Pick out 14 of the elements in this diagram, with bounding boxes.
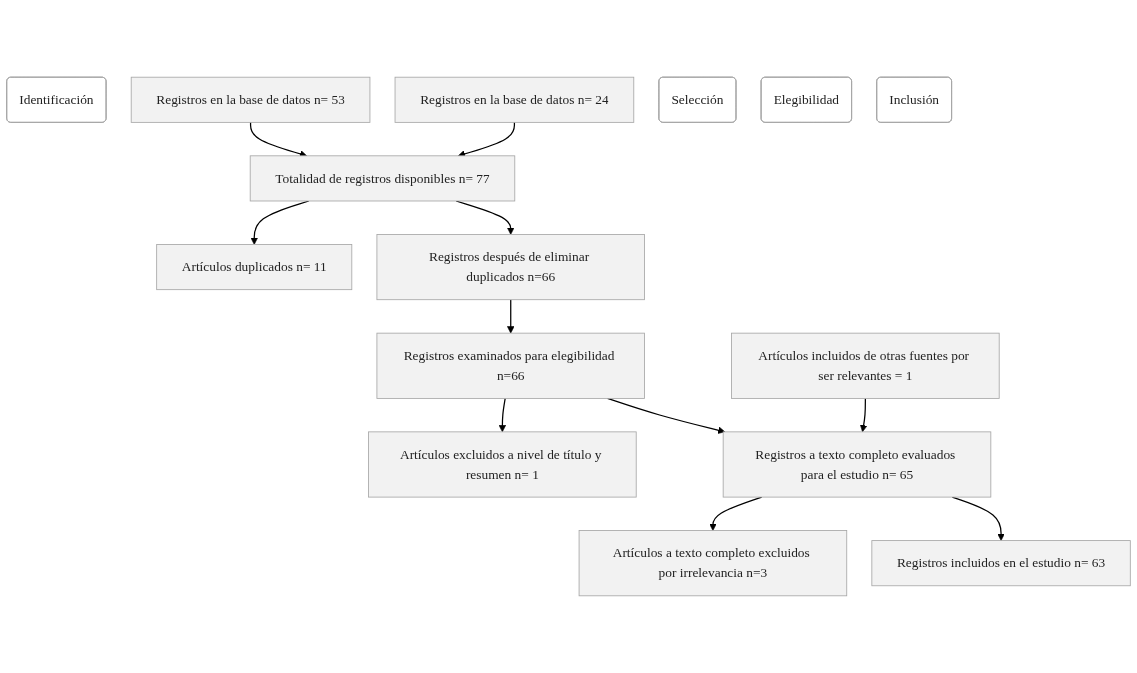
- node-box: Registros en la base de datos n= 24: [394, 76, 635, 123]
- node-box: Artículos duplicados n= 11: [156, 244, 353, 291]
- node-box: Artículos excluidos a nivel de título y resumen n= 1: [368, 431, 637, 498]
- node-box: Registros examinados para elegibilidad n=66: [376, 332, 645, 399]
- node-box: Artículos a texto completo excluidos por irrelevancia n=3: [578, 530, 848, 597]
- node-box: Registros incluidos en el estudio n= 63: [871, 540, 1131, 587]
- arrow: [860, 397, 868, 433]
- node-box: Artículos incluidos de otras fuentes por ser relevantes = 1: [731, 332, 1000, 399]
- node-box: Registros en la base de datos n= 53: [130, 76, 371, 123]
- arrow: [498, 397, 507, 433]
- node-box: Registros a texto completo evaluados para el estudio n= 65: [722, 431, 992, 498]
- node-box: Totalidad de registros disponibles n= 77: [249, 155, 516, 202]
- arrow: [507, 299, 515, 334]
- node-box: Registros después de eliminar duplicados n=66: [376, 234, 645, 301]
